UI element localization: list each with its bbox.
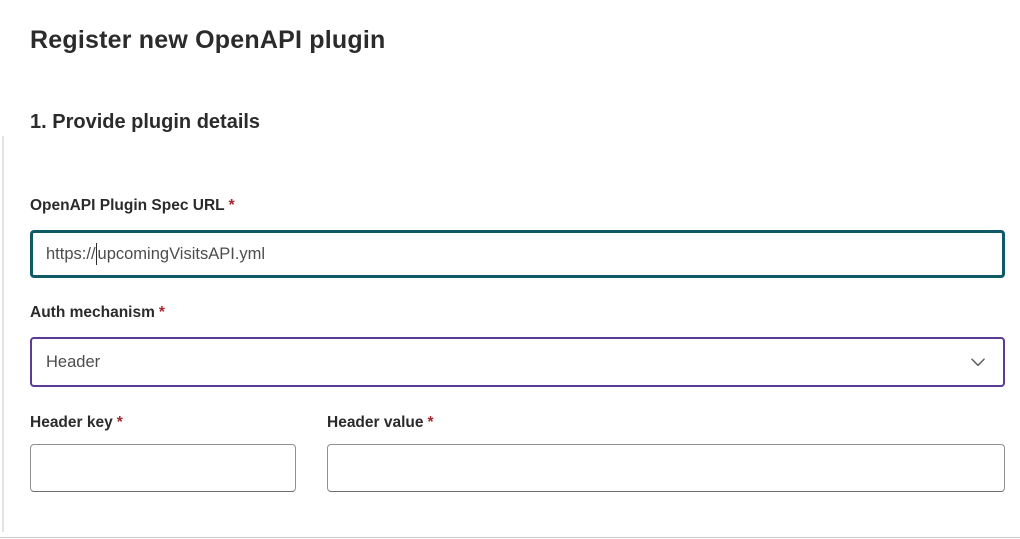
required-asterisk: *	[116, 414, 123, 431]
chevron-down-icon	[967, 351, 989, 373]
spec-url-value-before-caret: https://	[46, 244, 96, 263]
scroll-rail	[2, 136, 4, 532]
spec-url-label-text: OpenAPI Plugin Spec URL	[30, 197, 225, 214]
auth-mechanism-label: Auth mechanism*	[30, 304, 165, 322]
footer-divider	[0, 537, 1020, 538]
spec-url-label: OpenAPI Plugin Spec URL*	[30, 197, 235, 215]
required-asterisk: *	[158, 304, 165, 321]
text-caret	[96, 243, 98, 265]
auth-mechanism-selected-value: Header	[46, 352, 101, 371]
header-key-label: Header key*	[30, 414, 123, 432]
spec-url-input[interactable]: https://upcomingVisitsAPI.yml	[30, 230, 1005, 278]
section-heading: 1. Provide plugin details	[30, 111, 261, 133]
auth-mechanism-dropdown[interactable]: Header	[30, 337, 1005, 387]
header-key-label-text: Header key	[30, 414, 113, 431]
auth-mechanism-label-text: Auth mechanism	[30, 304, 155, 321]
header-value-label-text: Header value	[327, 414, 424, 431]
required-asterisk: *	[228, 197, 235, 214]
header-key-input[interactable]	[30, 444, 296, 492]
spec-url-value-after-caret: upcomingVisitsAPI.yml	[97, 244, 266, 263]
header-value-input[interactable]	[327, 444, 1005, 492]
required-asterisk: *	[427, 414, 434, 431]
page-title: Register new OpenAPI plugin	[30, 26, 386, 54]
header-value-label: Header value*	[327, 414, 434, 432]
